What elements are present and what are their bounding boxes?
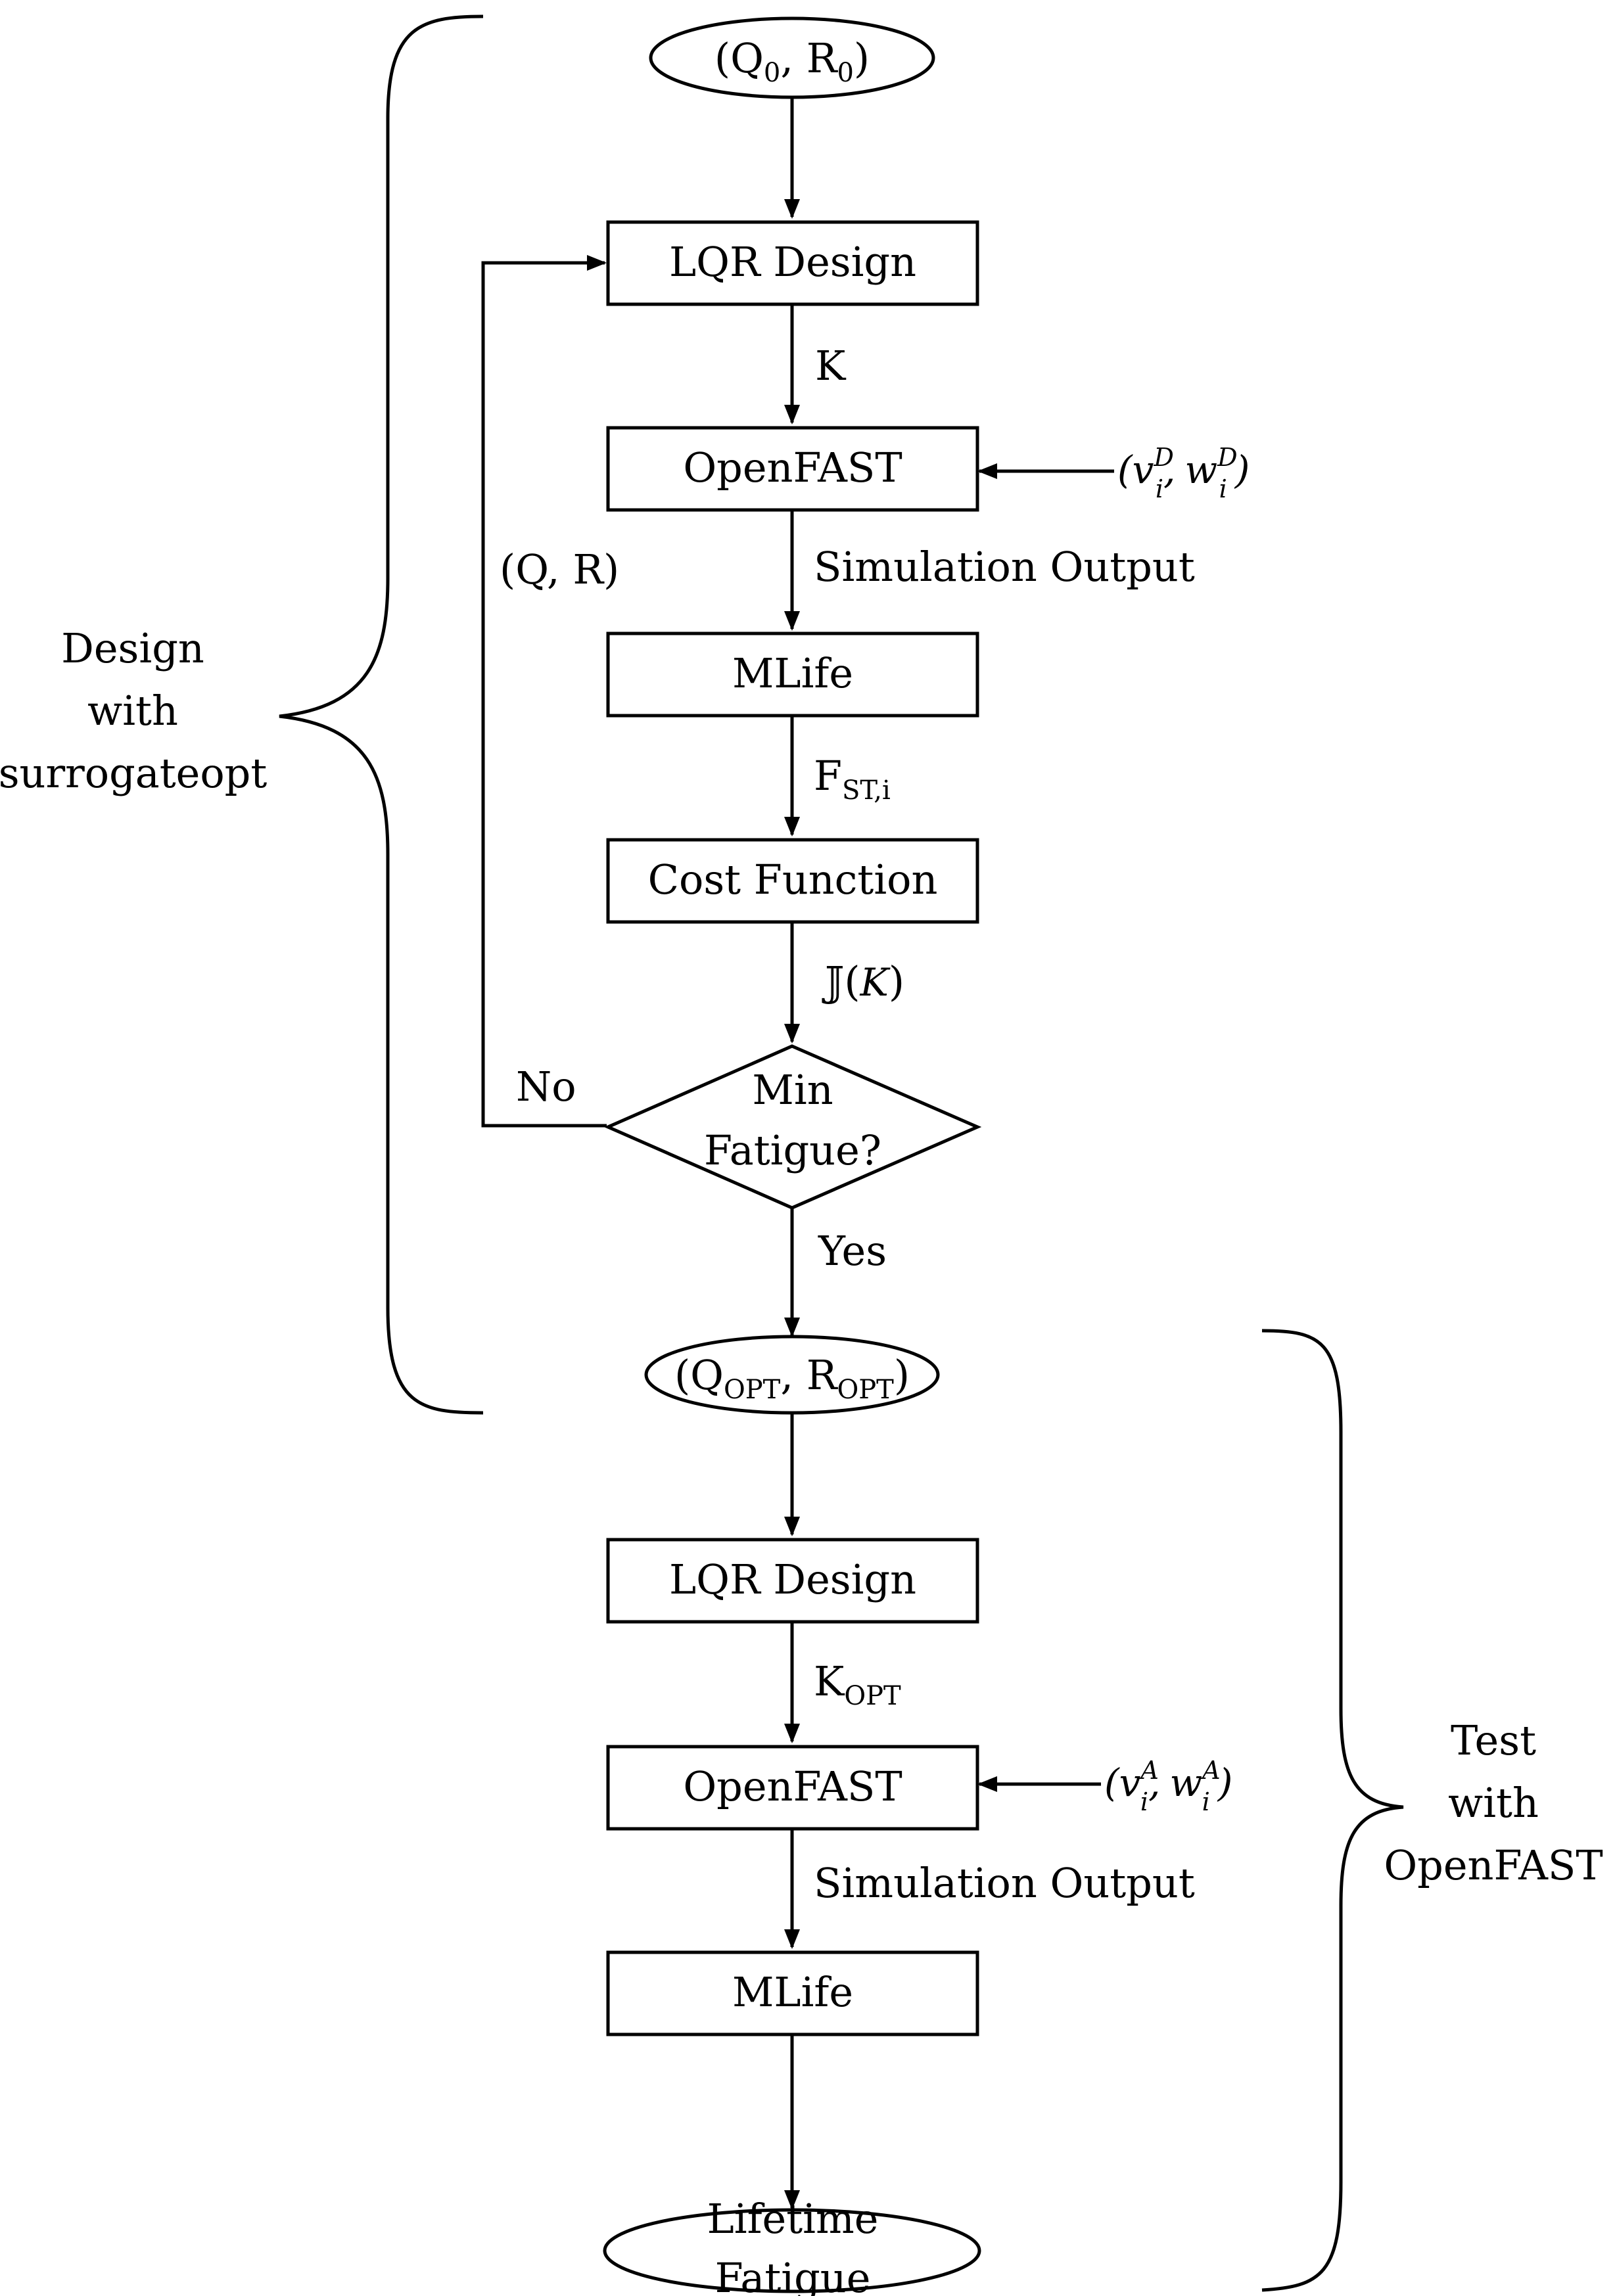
test-label-line2: with <box>1448 1779 1539 1827</box>
start-node <box>649 16 935 99</box>
design-label-line1: Design <box>61 624 204 672</box>
lifetime-fatigue-label-line2: Fatigue <box>715 2254 871 2296</box>
test-label-line1: Test <box>1451 1716 1536 1764</box>
optimal-weights-node <box>644 1335 940 1415</box>
design-label-line2: with <box>87 687 178 735</box>
edge-label-fst: FST,i <box>814 752 891 806</box>
edge-label-qr: (Q, R) <box>500 545 619 593</box>
lqr-design-box-1 <box>606 220 979 306</box>
mlife-label-1: MLife <box>732 649 853 697</box>
design-label-line3: surrogateopt <box>0 749 267 797</box>
test-bracket <box>1261 1329 1404 2292</box>
min-fatigue-decision <box>603 1044 982 1210</box>
test-label-line3: OpenFAST <box>1384 1841 1603 1889</box>
edge-label-simulation-output-1: Simulation Output <box>814 543 1195 591</box>
edge-label-k: K <box>815 342 847 390</box>
design-bracket <box>279 14 484 1415</box>
lqr-design-label-1: LQR Design <box>669 238 916 286</box>
optimal-weights-label: (QOPT, ROPT) <box>674 1351 910 1405</box>
edge-label-yes: Yes <box>818 1227 887 1275</box>
lifetime-fatigue-node <box>603 2208 981 2293</box>
decision-label-line1: Min <box>752 1066 833 1114</box>
lqr-design-label-2: LQR Design <box>669 1555 916 1603</box>
decision-label-line2: Fatigue? <box>704 1126 881 1174</box>
edge-label-cost-value: 𝕁(K) <box>822 957 904 1005</box>
openfast-box-1 <box>606 426 979 512</box>
mlife-box-2 <box>606 1950 979 2036</box>
openfast-box-2 <box>606 1745 979 1831</box>
lqr-design-box-2 <box>606 1538 979 1624</box>
openfast-label-1: OpenFAST <box>683 444 902 492</box>
lifetime-fatigue-label-line1: Lifetime <box>707 2195 879 2243</box>
cost-function-box <box>606 838 979 924</box>
cost-function-label: Cost Function <box>648 856 938 904</box>
mlife-label-2: MLife <box>732 1968 853 2016</box>
edge-label-kopt: KOPT <box>814 1657 901 1711</box>
openfast-label-2: OpenFAST <box>683 1762 902 1810</box>
edge-label-simulation-output-2: Simulation Output <box>814 1859 1195 1907</box>
start-node-label: (Q0, R0) <box>714 34 870 88</box>
edge-label-no: No <box>516 1063 576 1111</box>
connectors <box>481 97 1114 2210</box>
mlife-box-1 <box>606 631 979 718</box>
